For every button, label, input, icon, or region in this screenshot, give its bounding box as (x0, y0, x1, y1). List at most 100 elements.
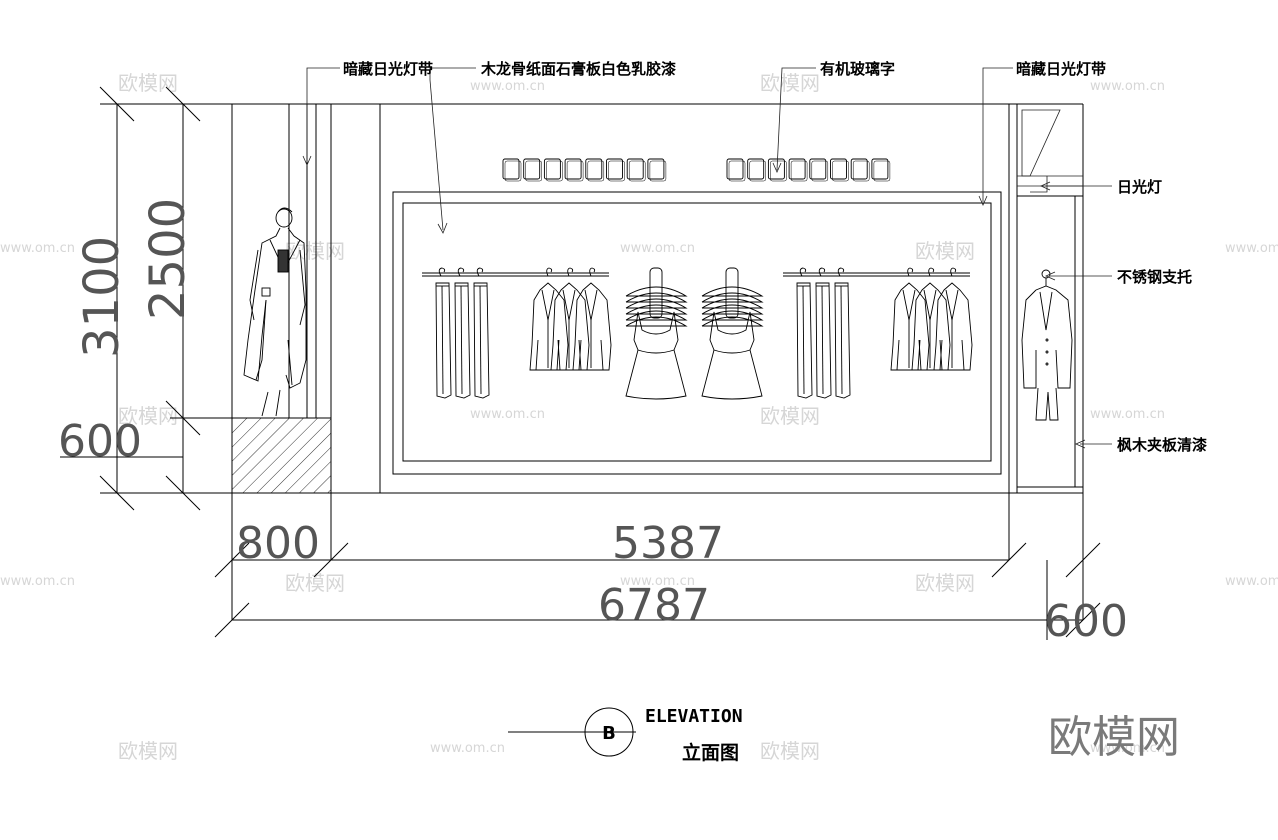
hanger (625, 298, 688, 309)
acrylic-letter-block (502, 158, 520, 180)
watermark-url: www.om.cn (0, 574, 75, 589)
watermark-small: 欧模网 (760, 71, 820, 95)
hanger (625, 310, 688, 321)
acrylic-letter-block (726, 158, 744, 180)
window-inner-frame (402, 202, 992, 462)
acrylic-letter-block (852, 160, 870, 182)
dim-inner-height: 2500 (140, 198, 196, 320)
dress-display-right (701, 267, 764, 400)
hanger (625, 292, 688, 303)
dress (625, 311, 687, 400)
watermark-small: 欧模网 (760, 739, 820, 763)
mannequin-figure (243, 207, 307, 417)
trouser (476, 267, 484, 277)
dress (713, 349, 751, 354)
jacket (911, 282, 951, 371)
jacket (567, 267, 574, 277)
trouser (460, 285, 463, 395)
acrylic-letter-block (809, 158, 827, 180)
jacket (902, 289, 916, 321)
label-fluorescent: 日光灯 (1117, 178, 1162, 196)
trouser (796, 282, 813, 399)
acrylic-letter-block (873, 160, 891, 182)
acrylic-letter-block (788, 158, 806, 180)
trouser (821, 285, 824, 395)
acrylic-letter-block (811, 160, 829, 182)
jacket (907, 267, 914, 277)
jacket (550, 282, 590, 371)
watermark-small: 欧模网 (118, 71, 178, 95)
jacket (589, 267, 596, 277)
hanger-hook (725, 267, 739, 319)
watermark-small: 欧模网 (285, 239, 345, 263)
acrylic-letter-block (546, 160, 563, 182)
trouser (834, 282, 851, 399)
platform-hatch (231, 417, 332, 494)
jacket (928, 267, 935, 277)
trouser (457, 267, 465, 277)
dim-center-width: 5387 (612, 518, 724, 569)
acrylic-letter-block (608, 160, 625, 182)
label-hidden-light-right: 暗藏日光灯带 (1016, 60, 1106, 78)
acrylic-letter-block (523, 158, 541, 180)
hanger (701, 310, 764, 321)
watermark-url: www.om.cn (0, 241, 75, 256)
acrylic-letter-block (628, 160, 646, 182)
acrylic-letter-block (587, 160, 605, 182)
trousers-group-right (796, 267, 851, 399)
dim-left-width: 800 (236, 518, 320, 569)
acrylic-letter-block (850, 158, 868, 180)
watermark-small: 欧模网 (118, 404, 178, 428)
hanger (701, 304, 764, 315)
acrylic-letter-block (566, 160, 584, 182)
acrylic-letter-block (564, 158, 582, 180)
acrylic-letter-block (649, 160, 667, 182)
hanger (701, 286, 764, 297)
jacket (529, 282, 569, 371)
dim-total-height: 3100 (74, 236, 130, 358)
acrylic-letter-block (606, 158, 623, 180)
acrylic-letter-block (830, 158, 847, 180)
acrylic-letter-block (543, 158, 561, 180)
watermark-small: 欧模网 (285, 571, 345, 595)
jacket (546, 267, 553, 277)
title-elevation-en: ELEVATION (645, 706, 743, 727)
trouser (479, 285, 482, 395)
watermark-small: 欧模网 (915, 239, 975, 263)
dimension-lines (60, 86, 1101, 640)
dim-base-height: 600 (58, 416, 142, 467)
dress-display-left (625, 267, 688, 400)
label-gypsum-board: 木龙骨纸面石膏板白色乳胶漆 (480, 60, 676, 78)
acrylic-letter-block (525, 160, 542, 182)
acrylic-letter-block (504, 160, 522, 182)
coat-on-bracket (1021, 269, 1073, 421)
trouser (441, 285, 444, 395)
window-outer-frame (392, 191, 1002, 475)
trouser (799, 267, 807, 277)
watermark-small: 欧模网 (760, 404, 820, 428)
acrylic-letter-block (728, 160, 746, 182)
trouser (815, 282, 832, 399)
acrylic-letter-block (647, 158, 665, 180)
acrylic-letter-block (749, 160, 766, 182)
jacket (541, 289, 555, 321)
watermark-url: www.om.cn (620, 574, 695, 589)
trouser (837, 267, 845, 277)
dim-right-width: 600 (1044, 596, 1128, 647)
acrylic-letters (502, 158, 891, 182)
trouser (438, 267, 446, 277)
acrylic-letter-block (585, 158, 603, 180)
hanger (701, 316, 764, 327)
watermark-url: www.om.cn (1090, 407, 1165, 422)
trouser (840, 285, 843, 395)
section-symbol-letter: B (602, 723, 616, 744)
trousers-group-left (435, 267, 490, 399)
acrylic-letter-block (832, 160, 849, 182)
label-acrylic-letters: 有机玻璃字 (820, 60, 895, 78)
jackets-group-left (529, 267, 612, 371)
hanger (625, 316, 688, 327)
label-steel-bracket: 不锈钢支托 (1117, 268, 1192, 286)
jacket (890, 282, 930, 371)
watermark-small: 欧模网 (915, 571, 975, 595)
